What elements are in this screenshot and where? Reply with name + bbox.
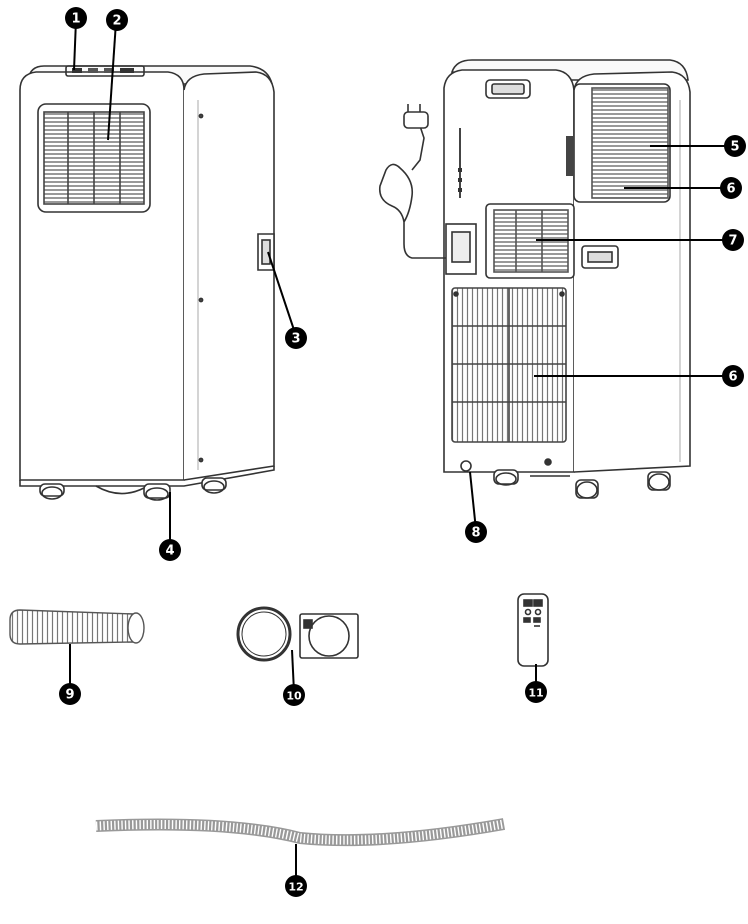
callout-c11: 11 xyxy=(525,681,547,703)
callout-number: 6 xyxy=(726,182,735,197)
drain-hose xyxy=(95,818,506,847)
callout-c5: 5 xyxy=(724,135,746,157)
callout-number: 8 xyxy=(471,526,480,541)
upper-air-intake-grille xyxy=(591,87,669,199)
callout-c6a: 6 xyxy=(720,177,742,199)
hose-connector-ring xyxy=(236,606,292,662)
callout-c9: 9 xyxy=(59,683,81,705)
callout-c4: 4 xyxy=(159,539,181,561)
leader-lines xyxy=(69,19,732,884)
callout-number: 5 xyxy=(730,140,739,155)
control-panel xyxy=(65,65,145,77)
callout-c8: 8 xyxy=(465,521,487,543)
callout-number: 4 xyxy=(165,544,174,559)
callout-c6b: 6 xyxy=(722,365,744,387)
remote-control xyxy=(517,593,549,667)
callout-number: 10 xyxy=(286,690,302,703)
front-unit xyxy=(19,65,275,501)
window-adapter xyxy=(299,613,359,659)
power-cord xyxy=(378,163,446,259)
window-adapter-kit xyxy=(236,606,359,662)
callout-c10: 10 xyxy=(283,684,305,706)
callout-number: 7 xyxy=(728,234,737,249)
callout-number: 11 xyxy=(528,687,543,700)
exhaust-hose xyxy=(9,609,145,645)
callout-number: 1 xyxy=(71,12,80,27)
callout-c1: 1 xyxy=(65,7,87,29)
callout-number: 9 xyxy=(65,688,74,703)
rear-caster-wheels xyxy=(493,469,671,499)
callout-c2: 2 xyxy=(106,9,128,31)
callout-c3: 3 xyxy=(285,327,307,349)
callout-number: 3 xyxy=(291,332,300,347)
callout-c12: 12 xyxy=(285,875,307,897)
drain-outlet xyxy=(460,460,472,472)
callout-number: 12 xyxy=(288,881,303,894)
back-unit xyxy=(378,59,691,499)
callout-number: 2 xyxy=(112,14,121,29)
power-plug xyxy=(403,111,429,129)
caster-wheels xyxy=(39,477,227,501)
callout-c7: 7 xyxy=(722,229,744,251)
callout-number: 6 xyxy=(728,370,737,385)
air-outlet-louver xyxy=(37,103,151,213)
